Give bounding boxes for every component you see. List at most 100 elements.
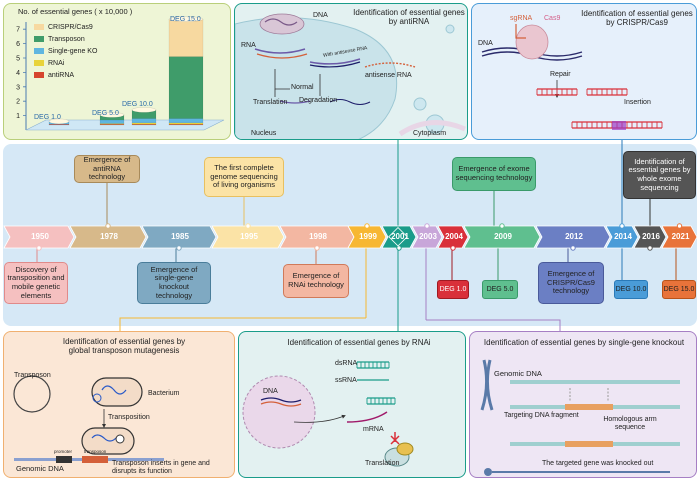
bar-label: DEG 5.0 xyxy=(92,110,119,117)
bar-segment-single-gene-ko xyxy=(99,119,125,124)
legend-swatch xyxy=(34,36,44,43)
ko-homologous-label: Homologous arm sequence xyxy=(603,416,657,431)
chart-panel: No. of essential genes ( x 10,000 ) 1 2 3 4… xyxy=(3,3,231,140)
bar-cap xyxy=(99,112,125,118)
chart-title: No. of essential genes ( x 10,000 ) xyxy=(18,7,133,16)
deg-15-tag: DEG 15.0 xyxy=(662,280,696,299)
legend-item: RNAi xyxy=(34,60,64,67)
year-label-1978: 1978 xyxy=(100,232,118,241)
crispr-sgrna-label: sgRNA xyxy=(510,15,533,22)
legend-swatch xyxy=(34,60,44,67)
bar-label: DEG 15.0 xyxy=(170,16,201,23)
antirna-nucleus-label: Nucleus xyxy=(251,130,277,137)
rnai-panel: Identification of essential genes by RNA… xyxy=(238,331,466,478)
knockout-illustration xyxy=(480,359,680,476)
ko-genomic-dna-label: Genomic DNA xyxy=(494,369,542,378)
year-label-1950: 1950 xyxy=(31,232,49,241)
year-label-1999: 1999 xyxy=(359,232,377,241)
bar-label: DEG 1.0 xyxy=(34,114,61,121)
legend-swatch xyxy=(34,72,44,79)
y-tick-label: 1 xyxy=(16,113,20,120)
deg-10-tag: DEG 10.0 xyxy=(614,280,648,299)
event-genome: The first complete genome sequencing of … xyxy=(204,157,284,197)
year-label-1985: 1985 xyxy=(171,232,189,241)
deg-5-tag: DEG 5.0 xyxy=(482,280,518,299)
event-antirna: Emergence of antiRNA technology xyxy=(74,155,140,183)
antirna-translation-label: Translation xyxy=(253,99,288,106)
legend-label: RNAi xyxy=(48,60,65,67)
year-label-1995: 1995 xyxy=(240,232,258,241)
rnai-illustration xyxy=(242,361,414,467)
rnai-ssrna-label: ssRNA xyxy=(335,377,357,384)
legend-label: antiRNA xyxy=(48,72,75,79)
bar-segment-transposon xyxy=(168,56,204,119)
chart-svg: 1 2 3 4 5 6 7 xyxy=(16,16,225,131)
antirna-cytoplasm-label: Cytoplasm xyxy=(413,130,447,137)
bar-segment-rnai xyxy=(168,122,204,125)
crispr-dna-label: DNA xyxy=(478,40,493,47)
transposon-panel: Identification of essential genes by glo… xyxy=(3,331,235,478)
ko-title: Identification of essential genes by sin… xyxy=(483,338,685,347)
crispr-title: Identification of essential genes by CRI… xyxy=(581,9,693,28)
legend-item: CRISPR/Cas9 xyxy=(34,24,93,31)
bar-cap xyxy=(48,118,70,125)
event-single-gene: Emergence of single-gene knockout techno… xyxy=(137,262,211,304)
crispr-panel: Identification of essential genes by CRI… xyxy=(471,3,697,140)
legend-label: Single-gene KO xyxy=(48,48,98,55)
transposon-illustration xyxy=(13,375,164,463)
legend-swatch xyxy=(34,24,44,31)
year-label-2009: 2009 xyxy=(494,232,512,241)
year-label-2021: 2021 xyxy=(671,232,690,241)
inserts-label: Transposon inserts in gene and disrupts … xyxy=(112,460,210,475)
bar-segment-single-gene-ko xyxy=(131,118,157,124)
event-crispr: Emergence of CRISPR/Cas9 technology xyxy=(538,262,604,304)
year-label-2016: 2016 xyxy=(642,232,660,241)
year-label-1998: 1998 xyxy=(309,232,327,241)
transposon-small-label: transposon xyxy=(84,449,107,454)
bar-cap xyxy=(131,107,157,113)
legend-label: Transposon xyxy=(48,36,85,43)
y-tick-label: 2 xyxy=(16,99,20,106)
bar-segment-crispr-cas9 xyxy=(168,18,204,57)
antirna-degradation-label: Degradation xyxy=(299,97,338,104)
rnai-translation-label: Translation xyxy=(365,460,400,467)
crispr-cas9-label: Cas9 xyxy=(544,15,561,22)
bar-label: DEG 10.0 xyxy=(122,101,153,108)
antirna-illustration xyxy=(235,13,466,139)
y-tick-label: 3 xyxy=(16,84,20,91)
y-tick-label: 6 xyxy=(16,41,20,48)
event-discovery: Discovery of transposition and mobile ge… xyxy=(4,262,68,304)
event-rnai: Emergence of RNAi technology xyxy=(283,264,349,298)
antirna-normal-label: Normal xyxy=(291,84,314,91)
rnai-mrna-label: mRNA xyxy=(363,426,384,433)
y-tick-label: 5 xyxy=(16,56,20,63)
bar-cap xyxy=(168,16,204,22)
antirna-antisense-label: antisense RNA xyxy=(365,72,412,79)
year-label-2004: 2004 xyxy=(445,232,463,241)
rnai-title: Identification of essential genes by RNA… xyxy=(287,338,431,347)
year-label-2001: 2001 xyxy=(391,232,409,241)
antirna-title: Identification of essential genes by ant… xyxy=(353,8,465,27)
antirna-panel: Identification of essential genes by ant… xyxy=(234,3,468,140)
crispr-illustration xyxy=(481,24,663,130)
genomic-dna-label: Genomic DNA xyxy=(16,464,64,473)
event-exome: Emergence of exome sequencing technology xyxy=(452,157,536,191)
transposon-label: Transposon xyxy=(14,372,51,379)
transposition-label: Transposition xyxy=(108,414,150,421)
antirna-rna-label: RNA xyxy=(241,42,256,49)
year-label-2014: 2014 xyxy=(614,232,632,241)
bars xyxy=(48,16,204,126)
crispr-repair-label: Repair xyxy=(550,71,571,78)
ko-targeting-label: Targeting DNA fragment xyxy=(504,412,579,419)
y-tick-label: 7 xyxy=(16,27,20,34)
transposon-title: Identification of essential genes by glo… xyxy=(62,337,186,356)
rnai-dna-label: DNA xyxy=(263,388,278,395)
legend-label: CRISPR/Cas9 xyxy=(48,24,93,31)
event-whole-exome: Identification of essential genes by who… xyxy=(623,151,696,199)
legend-item: Transposon xyxy=(34,36,85,43)
year-label-2003: 2003 xyxy=(419,232,437,241)
y-tick-label: 4 xyxy=(16,70,20,77)
crispr-insertion-label: Insertion xyxy=(624,99,651,106)
bacterium-label: Bacterium xyxy=(148,390,180,397)
rnai-dsrna-label: dsRNA xyxy=(335,360,358,367)
